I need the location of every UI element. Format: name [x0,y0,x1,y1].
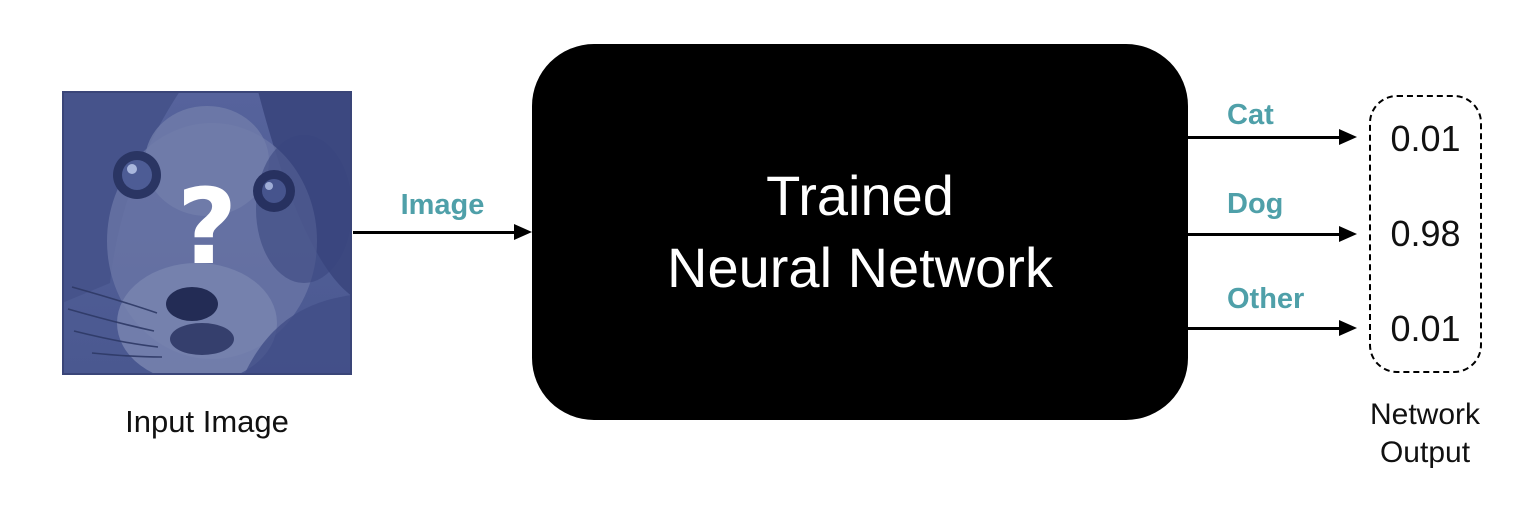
neural-network-title: Trained Neural Network [667,160,1053,304]
input-image: ? [62,91,352,375]
nn-title-line2: Neural Network [667,236,1053,299]
right-eye [253,170,295,212]
output-label-dog: Dog [1227,188,1284,220]
forehead [145,106,269,216]
neural-network-box: Trained Neural Network [532,44,1188,420]
left-eye [113,151,161,199]
output-label-cat: Cat [1227,99,1274,131]
output-value-cat: 0.01 [1390,118,1461,159]
input-arrow-label: Image [400,189,485,221]
puppy-photo [62,91,352,375]
network-output-caption: Network Output [1369,398,1481,470]
mouth [170,323,234,355]
dog-arrow-head-icon [1339,226,1357,242]
input-arrow [353,224,532,240]
image-border [62,91,352,375]
output-label-other: Other [1227,283,1305,315]
output-arrow-dog [1188,226,1357,242]
cat-arrow-head-icon [1339,129,1357,145]
output-value-dog: 0.98 [1390,213,1461,254]
nose [166,287,218,321]
input-arrow-head-icon [514,224,532,240]
nn-title-line1: Trained [766,164,954,227]
output-arrow-other [1188,320,1357,336]
input-arrow-line [353,230,514,234]
question-mark-overlay: ? [176,166,238,288]
output-arrow-cat [1188,129,1357,145]
input-image-caption: Input Image [125,404,289,439]
other-arrow-head-icon [1339,320,1357,336]
network-output-box [1369,95,1482,373]
whiskers [67,286,163,358]
output-value-other: 0.01 [1390,308,1461,349]
